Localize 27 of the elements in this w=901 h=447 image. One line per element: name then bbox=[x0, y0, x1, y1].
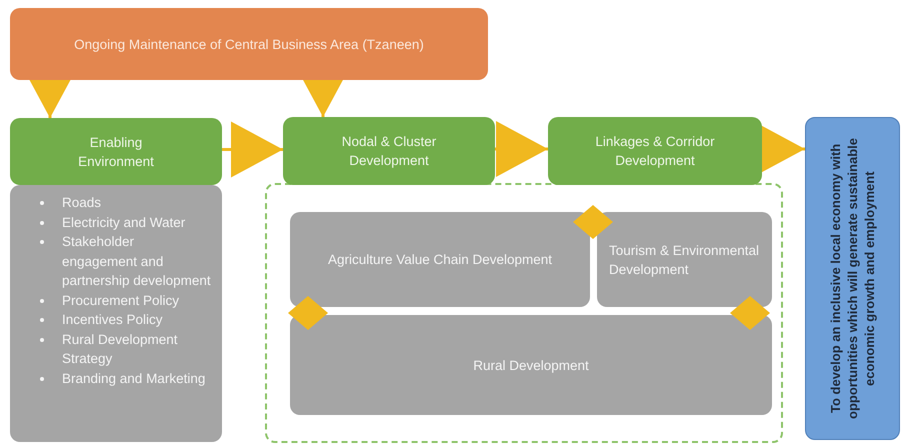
dashed-group-box bbox=[265, 183, 783, 443]
box-label: Agriculture Value Chain Development bbox=[328, 251, 552, 269]
list-item: Roads bbox=[62, 195, 102, 210]
list-item: Rural Development Strategy bbox=[62, 332, 178, 366]
process-box bbox=[290, 212, 590, 307]
box-label: Rural Development bbox=[473, 356, 589, 374]
banner-box bbox=[10, 8, 488, 80]
list-item: Electricity and Water bbox=[62, 214, 186, 230]
box-label: Tourism & Environmental Development bbox=[609, 242, 760, 278]
list-item: Stakeholder engagement and partnership development bbox=[62, 234, 211, 288]
goal-text: To develop an inclusive local economy with opportunities which will generate sustainable economic growth and employment bbox=[827, 137, 878, 421]
process-box bbox=[290, 315, 772, 415]
box-label: Nodal & Cluster Development bbox=[340, 133, 438, 170]
process-box bbox=[597, 212, 772, 307]
process-box bbox=[283, 117, 495, 185]
arrow bbox=[222, 122, 283, 178]
box-label: Ongoing Maintenance of Central Business Area (Tzaneen) bbox=[74, 36, 424, 54]
list-panel bbox=[10, 185, 222, 442]
list-item: Incentives Policy bbox=[62, 312, 163, 327]
box-label: Linkages & Corridor Development bbox=[594, 133, 716, 170]
goal-box bbox=[805, 117, 900, 440]
list-item: Branding and Marketing bbox=[62, 370, 206, 386]
process-box bbox=[10, 118, 222, 185]
list-item: Procurement Policy bbox=[62, 292, 180, 308]
process-box bbox=[548, 117, 762, 185]
box-label: Enabling Environment bbox=[77, 134, 155, 170]
arrow bbox=[495, 121, 548, 177]
